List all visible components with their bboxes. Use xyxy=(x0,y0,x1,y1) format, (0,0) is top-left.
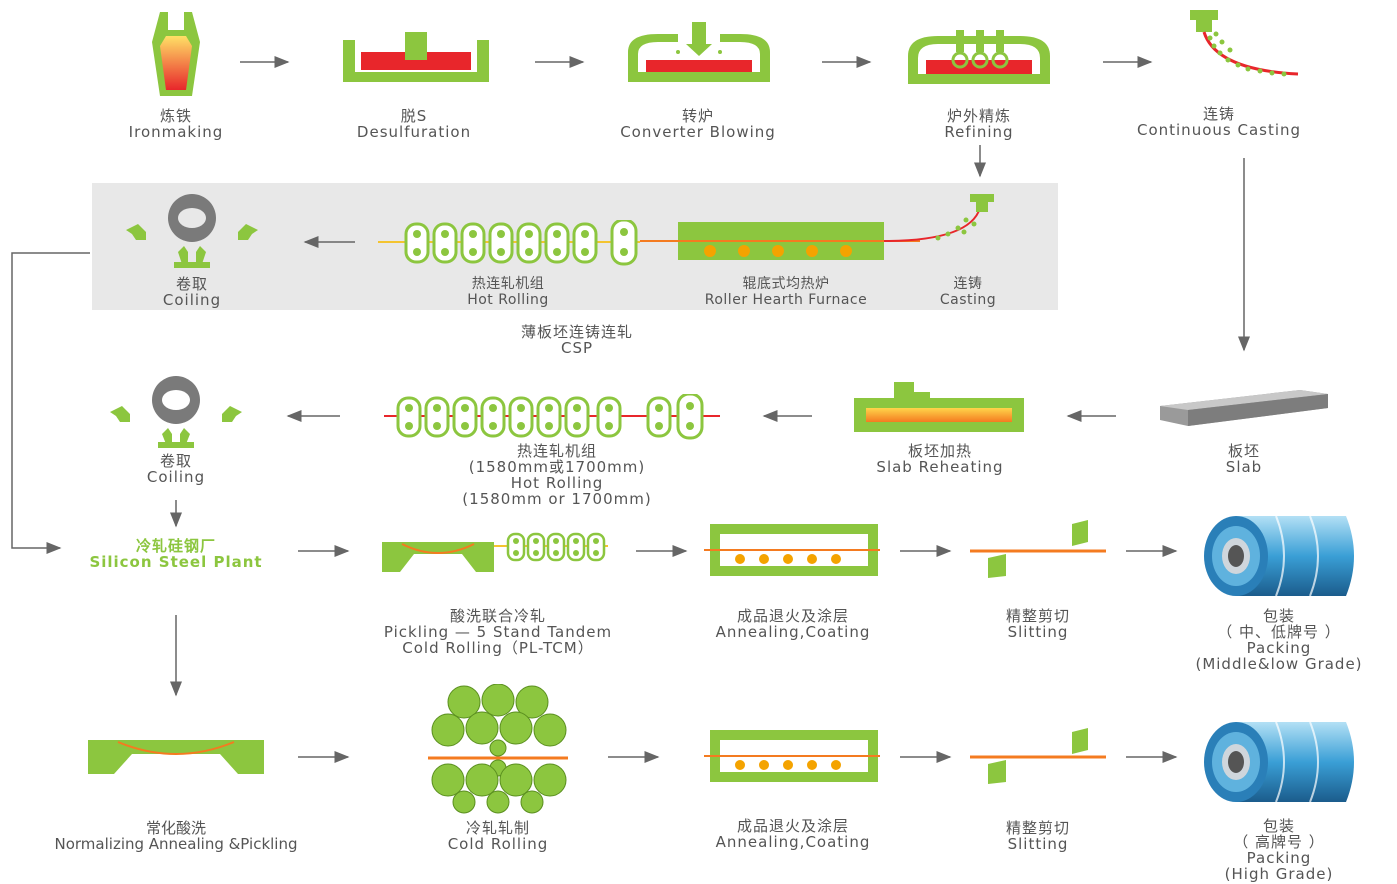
blast-furnace-icon xyxy=(152,12,200,96)
pickling-tandem-icon xyxy=(382,532,608,572)
slitting-shear-icon xyxy=(970,520,1106,578)
normalizing-pickling-icon xyxy=(88,740,264,774)
csp-hot-rolling-mill-icon xyxy=(378,220,640,266)
desulfuration-icon xyxy=(343,32,489,82)
hot-rolling-mill-icon xyxy=(384,394,720,440)
coiling-icon xyxy=(126,194,258,268)
steel-coil-icon xyxy=(1204,721,1354,803)
converter-icon xyxy=(628,22,770,82)
continuous-casting-icon xyxy=(1190,10,1299,77)
packing-label: 包装（ 高牌号 ）Packing(High Grade) xyxy=(1224,817,1334,883)
steel-coil-icon xyxy=(1204,515,1354,597)
roller-hearth-furnace-icon xyxy=(640,194,994,260)
slab-icon xyxy=(1160,390,1328,426)
annealing-furnace-icon xyxy=(704,730,880,782)
slitting-shear-icon xyxy=(970,728,1106,784)
slab-reheating-furnace-icon xyxy=(854,382,1024,432)
refining-icon xyxy=(908,30,1050,84)
packing-label: 包装（ 中、低牌号 ）Packing(Middle&low Grade) xyxy=(1195,607,1363,673)
hot-rolling-label: 热连轧机组(1580mm或1700mm)Hot Rolling(1580mm o… xyxy=(462,442,652,508)
annealing-furnace-icon xyxy=(704,524,880,576)
coiling-icon xyxy=(110,376,242,448)
cold-rolling-mill-icon xyxy=(428,684,568,814)
